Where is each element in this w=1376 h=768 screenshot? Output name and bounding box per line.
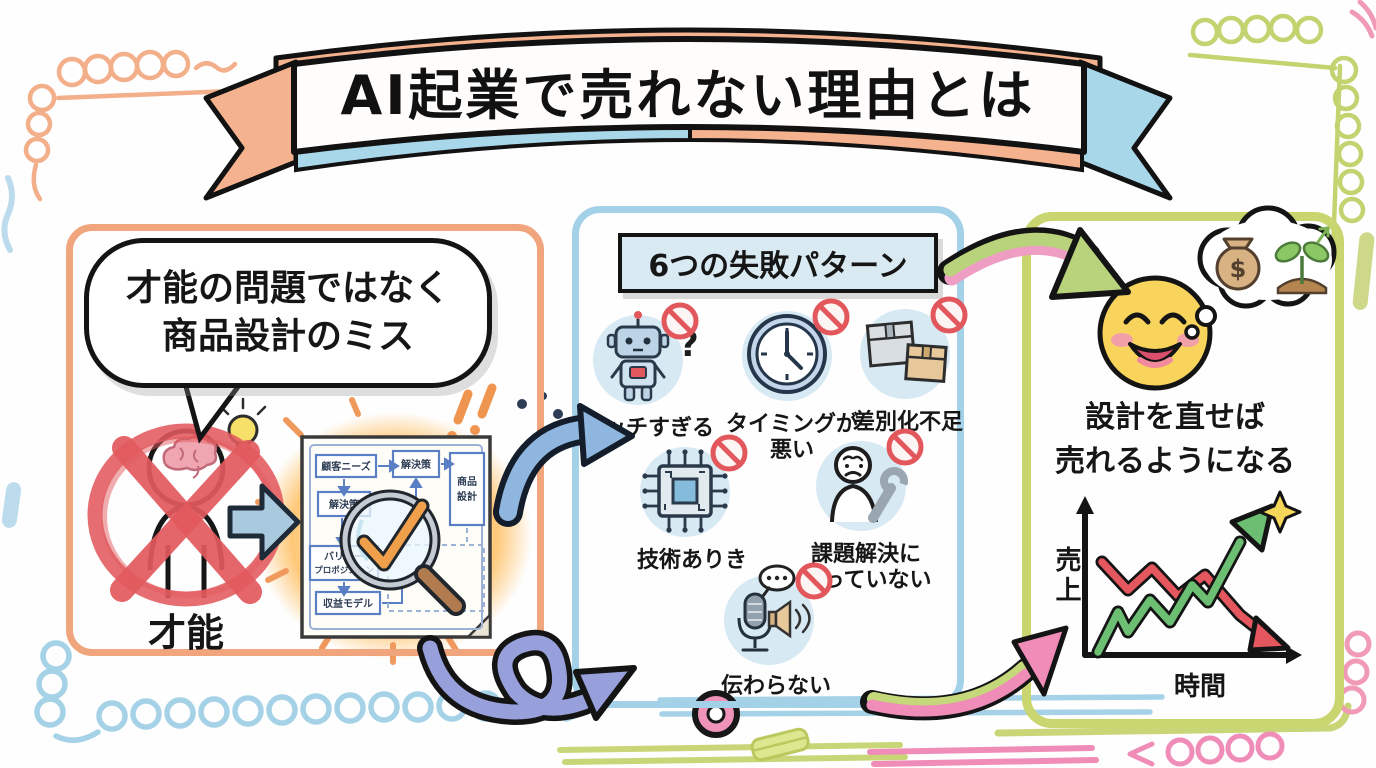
failure-label: 技術ありき (636, 548, 747, 573)
person-wrench-icon (816, 428, 924, 531)
conclusion-line2: 売れるようになる (1055, 443, 1295, 479)
prohibition-icon (930, 296, 968, 334)
wrench-icon (868, 467, 908, 523)
failure-patterns-heading: 6つの失敗パターン (618, 233, 938, 293)
failure-item-niche: ? ニッチすぎる (568, 302, 728, 442)
talent-label: 才能 (147, 611, 224, 655)
title-ribbon (203, 27, 1173, 201)
speech-bubble: 才能の問題ではなく 商品設計のミス (84, 238, 492, 388)
chart-x-axis-label: 時間 (1173, 672, 1226, 702)
prohibition-icon (795, 562, 833, 600)
boxes-icon (860, 296, 968, 399)
speech-bubble-line1: 才能の問題ではなく (125, 268, 450, 310)
prohibition-icon (812, 298, 850, 336)
chart-y-axis-label: 売上 (1051, 546, 1081, 606)
chip-icon (640, 434, 748, 537)
sparkle-icon (1258, 490, 1302, 534)
sales-time-chart (1076, 490, 1302, 664)
prohibition-icon (710, 434, 748, 472)
clock-icon (742, 298, 850, 401)
rising-green-line (1091, 503, 1275, 659)
money-bag-icon: $ (1215, 237, 1261, 291)
sprout-icon (1274, 226, 1330, 295)
conclusion-message: 設計を直せば 売れるようになる (1040, 396, 1310, 483)
failure-label: 伝わらない (720, 674, 831, 699)
microphone-icon (724, 562, 833, 665)
thought-bubble: $ (1184, 205, 1337, 340)
conclusion-line1: 設計を直せば (1085, 400, 1265, 435)
failure-item-timing: タイミングが 悪い (712, 298, 872, 464)
doodle-left-edge (1, 175, 22, 528)
failure-item-tech-first: 技術ありき (612, 434, 772, 574)
prohibition-icon (661, 302, 699, 340)
prohibition-icon (886, 428, 924, 466)
page-title: AI起業で売れない理由とは (340, 64, 1036, 127)
failure-item-differentiation: 差別化不足 (828, 296, 988, 436)
smiley-face-icon (1097, 275, 1213, 391)
failure-item-not-communicated: 伝わらない (696, 560, 856, 700)
speech-bubble-line2: 商品設計のミス (161, 316, 414, 357)
dollar-sign: $ (1230, 255, 1247, 283)
robot-icon: ? (593, 302, 699, 405)
failure-label: タイミングが 悪い (725, 412, 858, 463)
